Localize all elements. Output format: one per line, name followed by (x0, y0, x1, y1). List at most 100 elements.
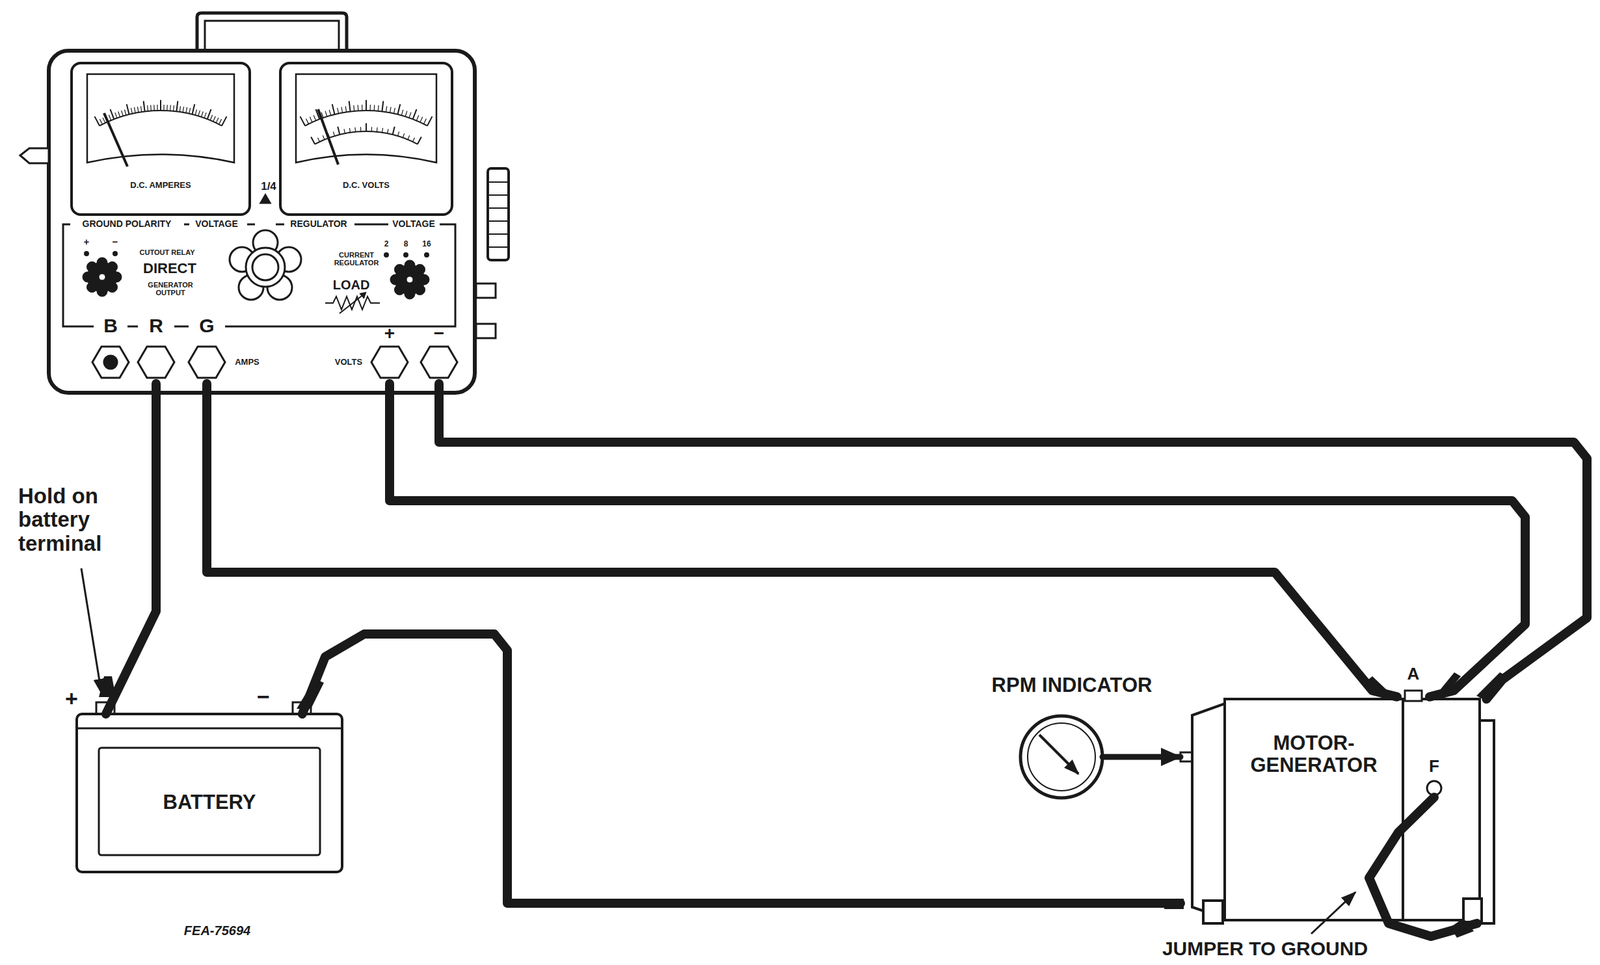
scale-tick (385, 106, 387, 112)
scale-tick (325, 111, 328, 118)
panel-label: CUTOUT RELAY (139, 248, 196, 257)
scale-tick (204, 112, 207, 118)
scale-tick (118, 111, 121, 118)
tester-case (20, 13, 509, 393)
node-label: R (148, 314, 164, 337)
scale-tick (365, 122, 367, 132)
node-label: MOTOR- GENERATOR (1228, 732, 1400, 777)
scale-tick (173, 105, 175, 112)
panel-heading: VOLTAGE (195, 219, 239, 229)
scale-tick (160, 100, 162, 111)
scale-arc (314, 131, 418, 145)
scale-tick (115, 112, 118, 118)
panel-label: LOAD (333, 277, 371, 293)
knob (87, 262, 118, 293)
figure-number: FEA-75694 (184, 923, 251, 938)
scale-tick (156, 104, 158, 111)
scale-tick (416, 115, 419, 121)
panel-heading: REGULATOR (290, 219, 347, 229)
scale-tick (353, 105, 355, 112)
indicator-dots (83, 251, 430, 258)
meter-windows (71, 63, 453, 215)
test-lead (389, 383, 1526, 698)
scale-tick (124, 109, 126, 116)
scale-tick (381, 100, 384, 112)
terminal-b: B (91, 314, 131, 384)
resistor-symbol (325, 292, 380, 314)
scale-tick (401, 109, 403, 116)
scale-tick (133, 107, 136, 114)
node-label: B (103, 314, 118, 337)
scale-tick (150, 105, 152, 112)
ammeter: D.C. AMPERES (71, 63, 250, 215)
scale-tick (427, 116, 433, 126)
scale-tick (360, 126, 362, 132)
battery: BATTERY (76, 714, 343, 873)
scale-tick (198, 110, 201, 117)
scale-tick (310, 137, 315, 145)
scale-tick (377, 105, 380, 112)
callout-note: Hold on battery terminal (18, 484, 142, 556)
scale-tick (102, 117, 106, 123)
scale-tick (423, 119, 427, 125)
panel-label: AMPS (234, 357, 260, 367)
panel-label: GENERATOR OUTPUT (143, 280, 198, 297)
scale-tick (420, 117, 423, 123)
scale-tick (300, 116, 306, 126)
scale-tick (195, 109, 197, 116)
node-label: RPM INDICATOR (991, 674, 1153, 697)
scale-tick (143, 100, 146, 112)
node-label: G (199, 314, 214, 337)
panel-label: 8 (403, 240, 409, 249)
battery-case (76, 702, 343, 873)
panel-label: DIRECT (143, 260, 197, 277)
scale-tick (316, 109, 320, 120)
terminal-volts-plus: + (370, 323, 410, 384)
scale-tick (365, 100, 367, 111)
scale-tick (405, 111, 408, 118)
scale-tick (341, 106, 343, 113)
scale-tick (373, 104, 376, 111)
scale-tick (140, 106, 142, 112)
node-label: − (433, 323, 445, 345)
drive-arrow (1102, 754, 1181, 761)
scale-tick (137, 106, 139, 113)
scale-tick (146, 105, 149, 112)
scale-tick (163, 104, 164, 111)
motor-generator: MOTOR- GENERATORAF (1180, 699, 1493, 924)
scale-tick (329, 109, 331, 116)
node-label: A (1407, 664, 1420, 684)
scale-tick (182, 106, 185, 113)
scale-tick (322, 135, 325, 140)
test-lead (439, 383, 1587, 700)
scale-tick (306, 119, 309, 125)
scale-tick (207, 109, 212, 120)
terminal-f: F (1417, 757, 1451, 798)
node-label: D.C. AMPERES (130, 180, 191, 190)
scale-tick (413, 109, 417, 120)
scale-tick (345, 106, 347, 112)
leader-lines (81, 568, 1356, 934)
scale-tick (393, 107, 395, 114)
scale-tick (337, 126, 340, 135)
node-label: + (384, 323, 395, 345)
selector-switch (229, 195, 302, 300)
node-label: F (1428, 757, 1440, 776)
scale-tick (407, 135, 410, 140)
scale-tick (309, 117, 313, 123)
terminal-g: G (187, 314, 227, 384)
scale-tick (417, 137, 422, 145)
panel-heading: GROUND POLARITY (82, 219, 172, 229)
knob-center (406, 276, 414, 283)
scale-tick (409, 112, 412, 118)
voltmeter: D.C. VOLTS (280, 63, 453, 215)
panel-label: 2 (384, 240, 389, 249)
scale-tick (392, 126, 395, 135)
scale-tick (389, 106, 391, 113)
scale-tick (169, 105, 172, 112)
scale-tick (191, 104, 195, 115)
scale-tick (186, 107, 188, 114)
scale-arc (99, 110, 222, 126)
scale-tick (337, 107, 339, 114)
